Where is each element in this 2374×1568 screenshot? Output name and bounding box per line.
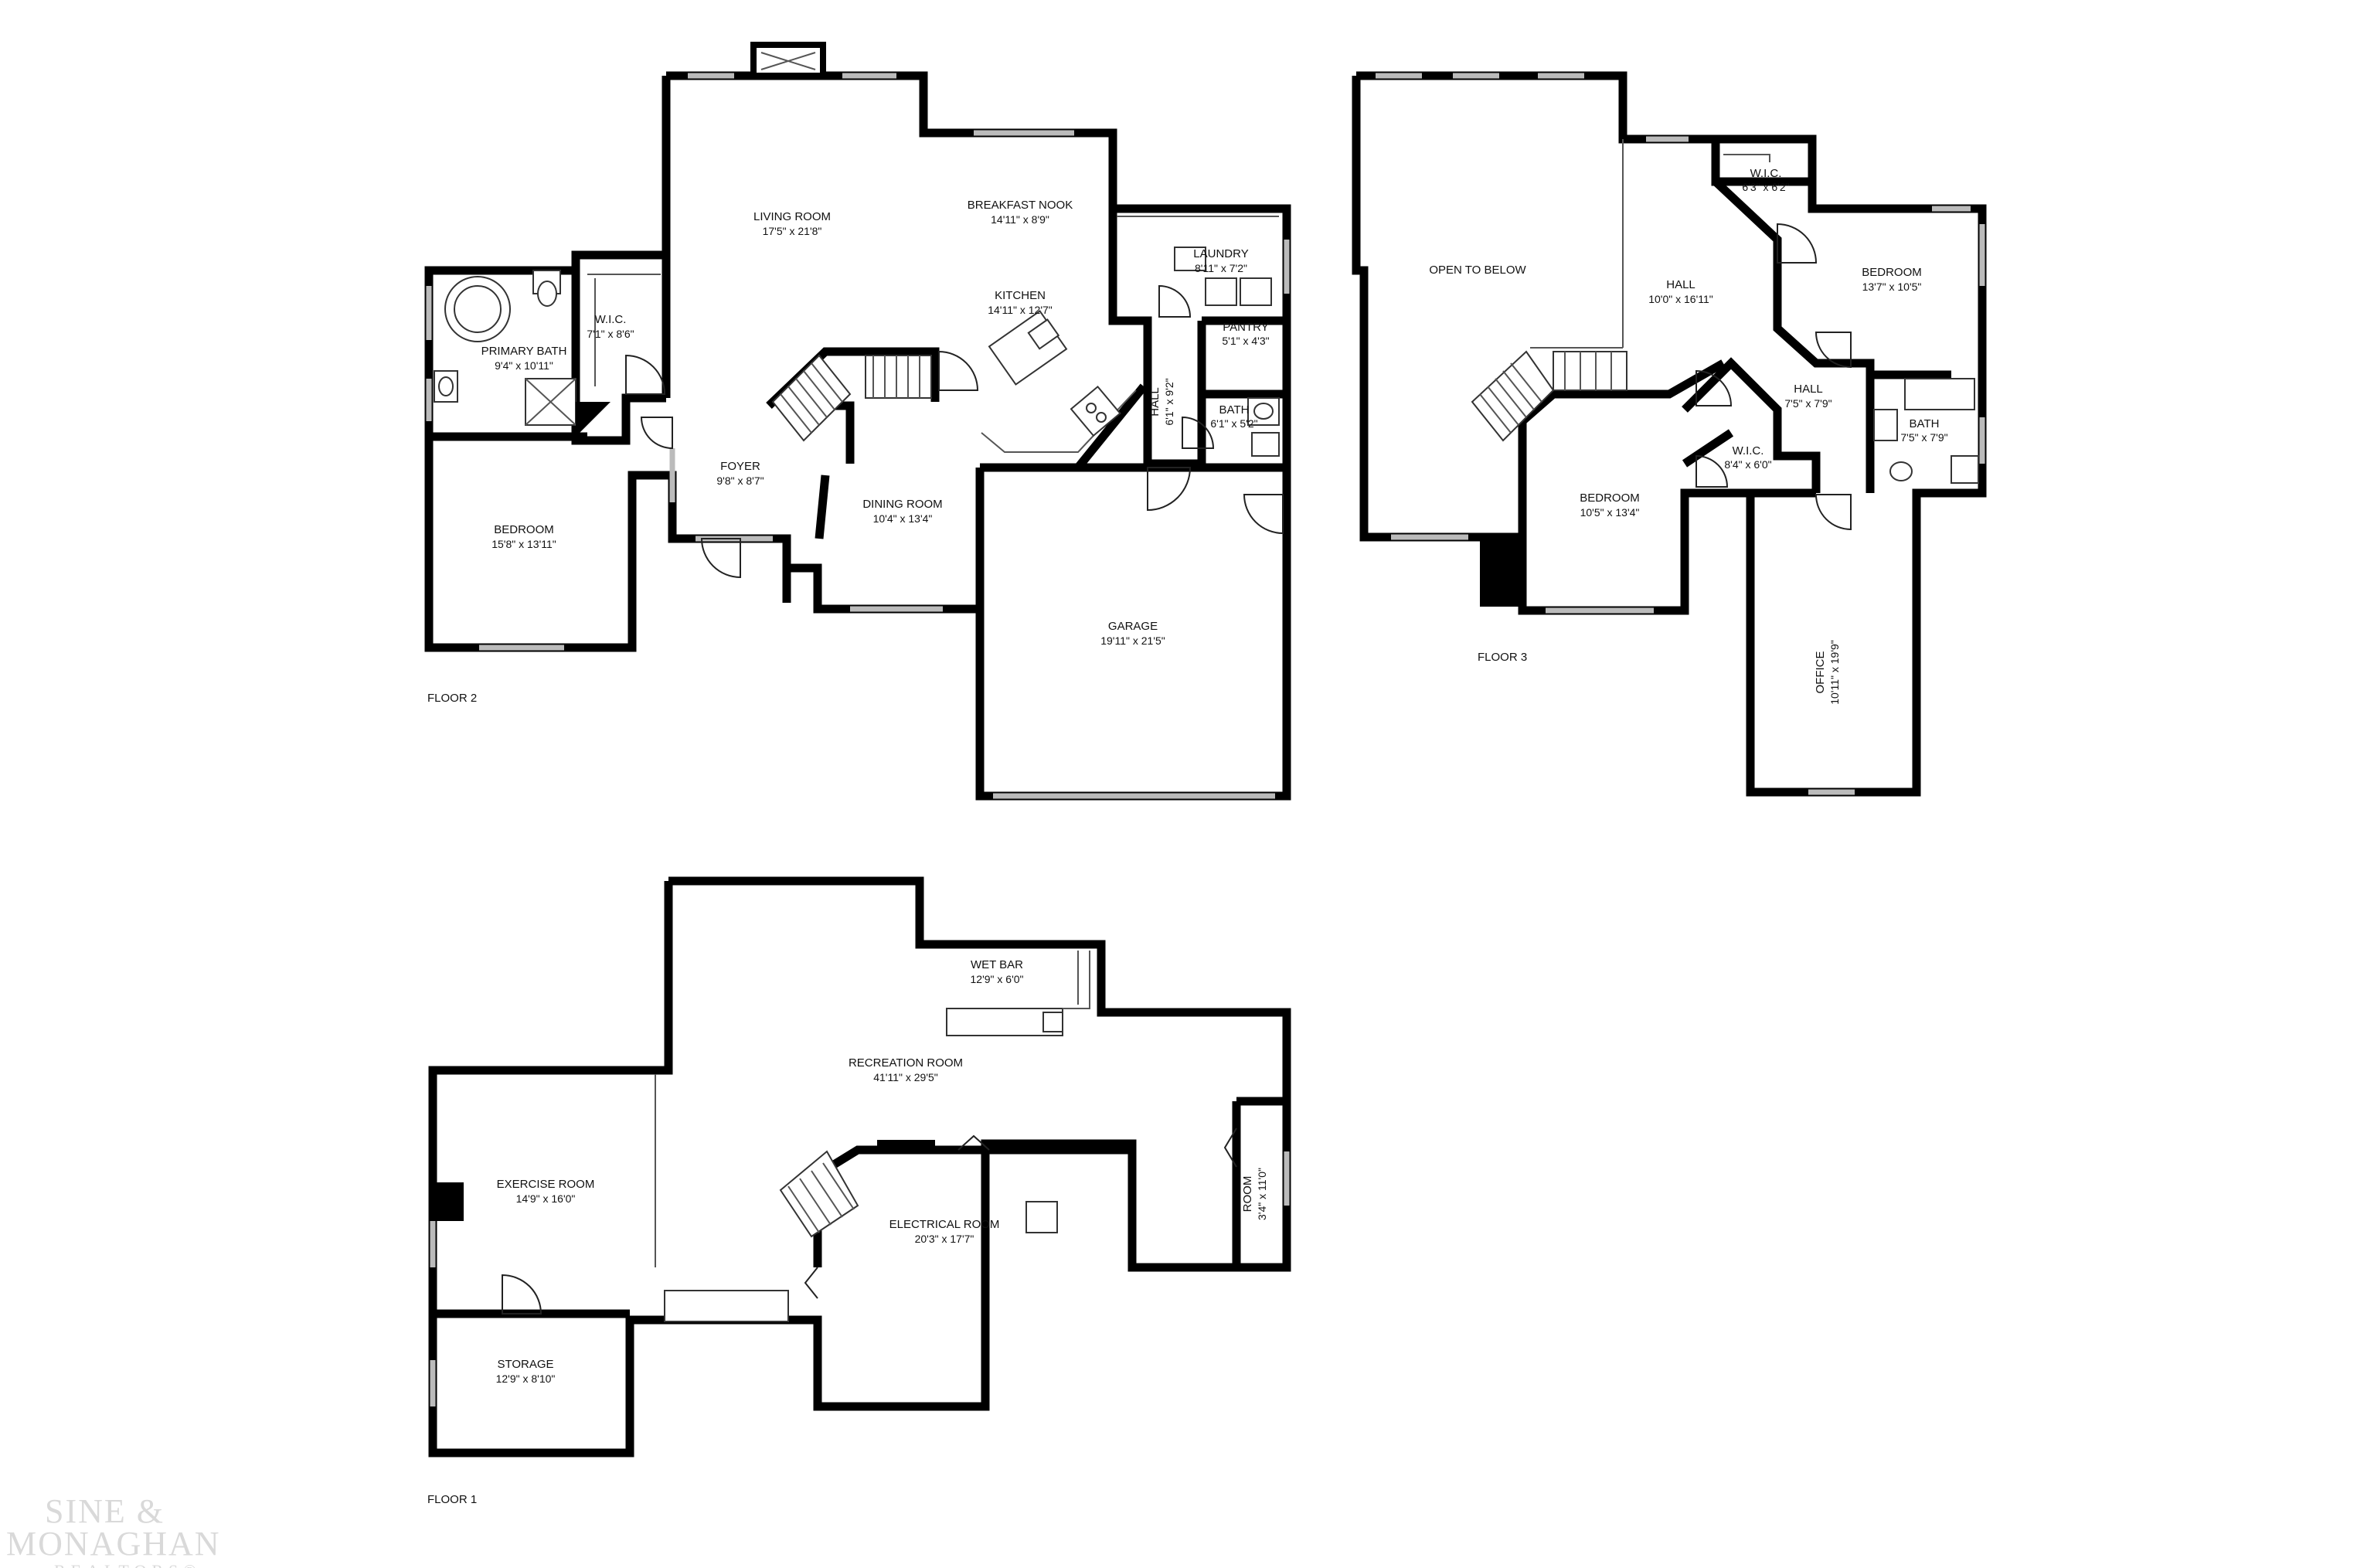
f1-electrical-room-dims: 20'3" x 17'7" [915,1233,974,1245]
f2-living-room-dims: 17'5" x 21'8" [763,225,822,237]
f3-office-name: OFFICE [1814,651,1827,694]
f1-recreation-room-name: RECREATION ROOM [849,1056,963,1070]
f2-kitchen-dims: 14'11" x 12'7" [988,304,1053,316]
f2-dining-room-dims: 10'4" x 13'4" [873,512,933,525]
f3-office-dims: 10'11" x 19'9" [1828,640,1841,705]
f3-wic-dims: 6'3" x 6'2" [1742,181,1789,193]
floor-3-label: FLOOR 3 [1478,651,1527,664]
f2-garage-dims: 19'11" x 21'5" [1100,634,1165,647]
f1-exercise-room-dims: 14'9" x 16'0" [516,1192,576,1205]
f3-bedroom-dims: 13'7" x 10'5" [1862,281,1922,293]
f2-bath-dims: 6'1" x 5'2" [1210,417,1257,430]
f1-wet-bar-name: WET BAR [971,958,1023,971]
floor-3-plan [1352,71,1987,797]
f2-primary-bath-name: PRIMARY BATH [481,345,567,358]
f1-storage-name: STORAGE [497,1358,553,1371]
f2-foyer-dims: 9'8" x 8'7" [716,474,764,487]
f2-breakfast-nook-name: BREAKFAST NOOK [968,199,1073,212]
f3-bedroom-name: BEDROOM [1862,266,1922,279]
f3-bath-name: BATH [1910,417,1940,430]
f2-bath-name: BATH [1219,403,1250,417]
f2-pantry-dims: 5'1" x 4'3" [1222,335,1269,347]
f2-hall-dims: 6'1" x 9'2" [1163,378,1175,425]
f2-primary-bath-dims: 9'4" x 10'11" [495,359,553,372]
floor-1-plan [428,876,1291,1457]
f1-electrical-room-name: ELECTRICAL ROOM [889,1218,1000,1231]
floor-1-label: FLOOR 1 [427,1493,477,1506]
f2-hall-label-group: HALL 6'1" x 9'2" [1148,378,1175,425]
f2-bedroom-name: BEDROOM [494,523,554,536]
f2-bedroom-dims: 15'8" x 13'11" [491,538,556,550]
f3-bedroom2-name: BEDROOM [1580,491,1640,505]
f2-garage-name: GARAGE [1108,620,1158,633]
f2-foyer-name: FOYER [720,460,760,473]
f3-wic2-name: W.I.C. [1733,444,1764,457]
f2-wic-name: W.I.C. [595,313,627,326]
logo-line-3: REALTORS® [54,1561,202,1568]
floor-2-plan [424,42,1291,801]
f2-wic-dims: 7'1" x 8'6" [587,328,634,340]
f1-recreation-room-dims: 41'11" x 29'5" [873,1071,938,1083]
f3-bedroom2-dims: 10'5" x 13'4" [1580,506,1640,519]
logo-line-2: MONAGHAN [6,1525,221,1563]
f2-living-room-name: LIVING ROOM [753,210,831,223]
f3-wic-name: W.I.C. [1750,167,1782,180]
f3-hall-dims: 10'0" x 16'11" [1648,293,1713,305]
f3-open-to-below-name: OPEN TO BELOW [1429,264,1526,277]
logo-line-1: SINE & [45,1492,165,1530]
f3-wic2-dims: 8'4" x 6'0" [1724,458,1771,471]
f2-laundry-name: LAUNDRY [1193,247,1248,260]
f1-room-dims: 3'4" x 11'0" [1256,1168,1268,1220]
f3-hall2-dims: 7'5" x 7'9" [1784,397,1832,410]
f2-dining-room-name: DINING ROOM [862,498,942,511]
floor-2-label: FLOOR 2 [427,692,477,705]
f2-breakfast-nook-dims: 14'11" x 8'9" [991,213,1049,226]
f2-hall-name: HALL [1148,387,1161,417]
f1-room-name: ROOM [1241,1176,1254,1213]
f3-hall-name: HALL [1666,278,1695,291]
f2-kitchen-name: KITCHEN [995,289,1046,302]
f1-storage-dims: 12'9" x 8'10" [496,1372,556,1385]
f2-laundry-dims: 8'11" x 7'2" [1195,262,1247,274]
f1-wet-bar-dims: 12'9" x 6'0" [971,973,1024,985]
f1-room-label-group: ROOM 3'4" x 11'0" [1241,1168,1268,1220]
realtor-logo: SINE & MONAGHAN REALTORS® [6,1492,221,1568]
f1-exercise-room-name: EXERCISE ROOM [497,1178,595,1191]
f3-office-label-group: OFFICE 10'11" x 19'9" [1814,640,1841,705]
f2-pantry-name: PANTRY [1223,321,1268,334]
f3-bath-dims: 7'5" x 7'9" [1900,431,1947,444]
f3-hall2-name: HALL [1794,383,1823,396]
